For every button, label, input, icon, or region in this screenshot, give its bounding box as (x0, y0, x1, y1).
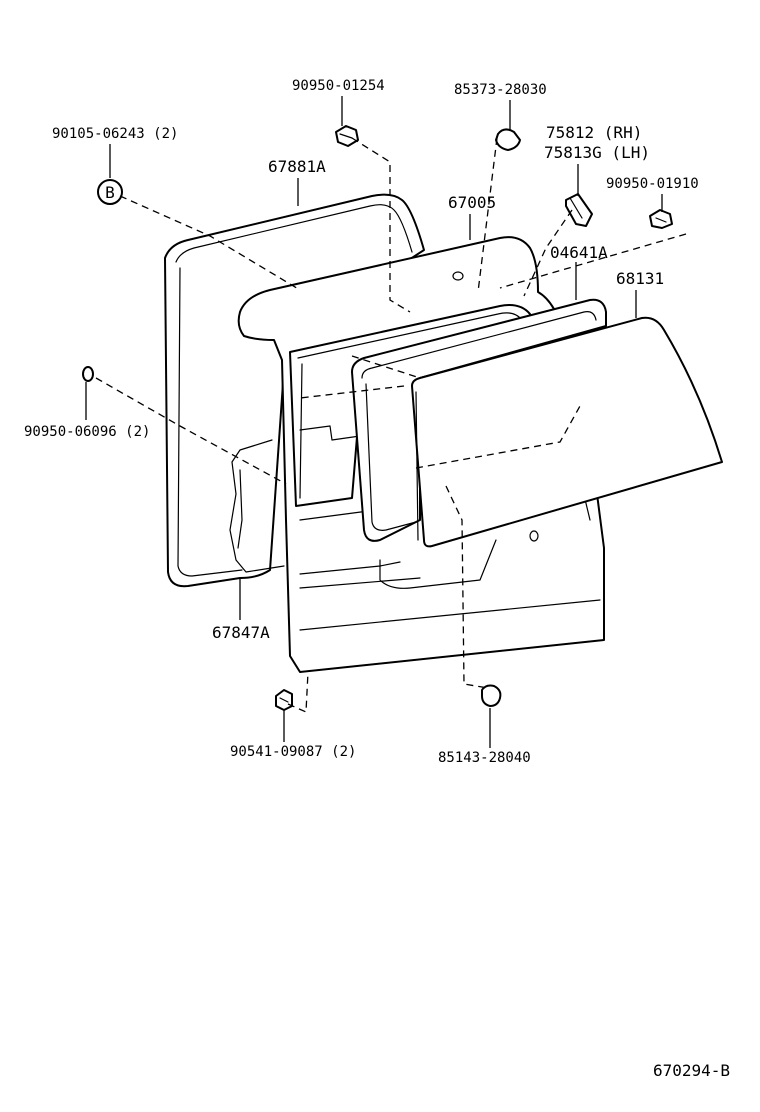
callout-leaders (85, 96, 663, 748)
label-90950-06096: 90950-06096 (2) (24, 424, 150, 440)
fastener-85143-28040 (481, 684, 502, 707)
clip-90950-01910 (649, 209, 673, 229)
label-90950-01254: 90950-01254 (292, 78, 385, 94)
label-90541-09087: 90541-09087 (2) (230, 744, 356, 760)
assembly-lines (95, 137, 687, 713)
label-67881a: 67881A (268, 157, 326, 176)
hole-plug-90950-06096 (82, 366, 94, 382)
back-door-glass-68131 (411, 316, 723, 548)
label-67847a: 67847A (212, 623, 270, 642)
label-90105-06243: 90105-06243 (2) (52, 126, 178, 142)
label-85373-28030: 85373-28030 (454, 82, 547, 98)
glass-molding-04641a (351, 298, 607, 542)
label-90950-01910: 90950-01910 (606, 176, 699, 192)
fastener-85373-28030 (495, 128, 521, 151)
marker-b: B (97, 179, 123, 205)
label-04641a: 04641A (550, 243, 608, 262)
label-67005: 67005 (448, 193, 496, 212)
figure-code: 670294-B (653, 1061, 730, 1080)
label-68131: 68131 (616, 269, 664, 288)
weatherstrip-67881a (164, 193, 425, 588)
clip-90950-01254 (335, 125, 359, 147)
stopper-75812-75813g (565, 193, 593, 227)
trim-board-67847a (229, 439, 285, 573)
label-75813g-lh: 75813G (LH) (544, 143, 650, 162)
marker-b-letter: B (105, 183, 115, 202)
label-85143-28040: 85143-28040 (438, 750, 531, 766)
label-75812-rh: 75812 (RH) (546, 123, 642, 142)
clip-90541-09087 (275, 689, 293, 711)
